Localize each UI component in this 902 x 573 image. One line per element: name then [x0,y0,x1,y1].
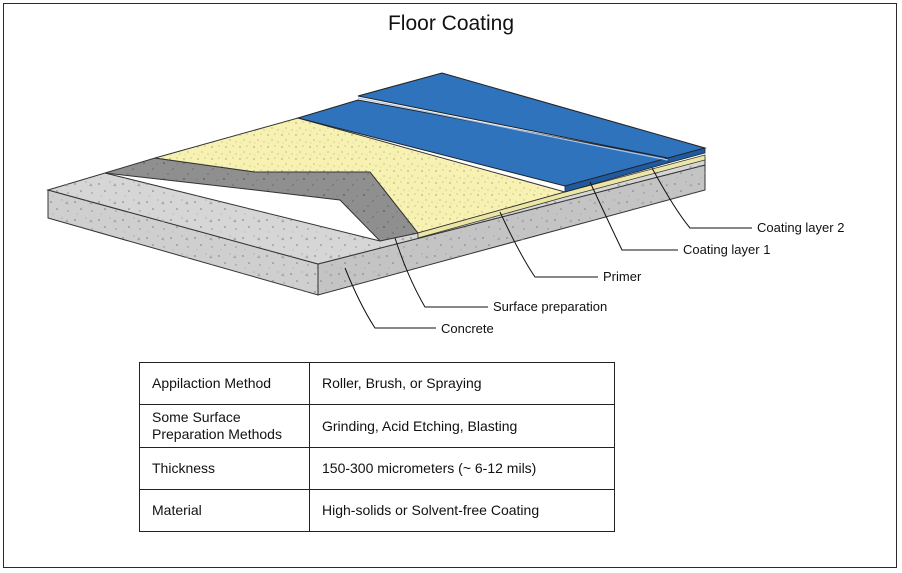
label-coating-layer-1: Coating layer 1 [683,242,771,257]
table-row: Thickness 150-300 micrometers (~ 6-12 mi… [139,447,615,490]
table-value: 150-300 micrometers (~ 6-12 mils) [309,447,615,490]
leader-coating-layer-2 [651,167,752,229]
table-key: Appilaction Method [139,362,310,405]
table-row: Appilaction Method Roller, Brush, or Spr… [139,362,615,405]
leader-concrete [344,267,436,329]
concrete-slab [46,157,706,296]
leader-coating-layer-1 [589,181,678,251]
specifications-table: Appilaction Method Roller, Brush, or Spr… [139,362,615,532]
label-concrete: Concrete [441,321,494,336]
table-key: Thickness [139,447,310,490]
table-value: High-solids or Solvent-free Coating [309,489,615,532]
label-surface-preparation: Surface preparation [493,299,608,314]
label-coating-layer-2: Coating layer 2 [757,220,845,235]
table-row: Some Surface Preparation Methods Grindin… [139,404,615,448]
table-key: Material [139,489,310,532]
table-key: Some Surface Preparation Methods [139,404,310,448]
table-row: Material High-solids or Solvent-free Coa… [139,489,615,532]
table-value: Grinding, Acid Etching, Blasting [309,404,615,448]
table-value: Roller, Brush, or Spraying [309,362,615,405]
coating-layer-2 [357,72,707,164]
leader-surface-preparation [394,237,488,308]
label-primer: Primer [603,269,642,284]
leader-primer [499,211,598,278]
leader-lines [344,167,752,329]
diagram-title: Floor Coating [387,12,515,35]
